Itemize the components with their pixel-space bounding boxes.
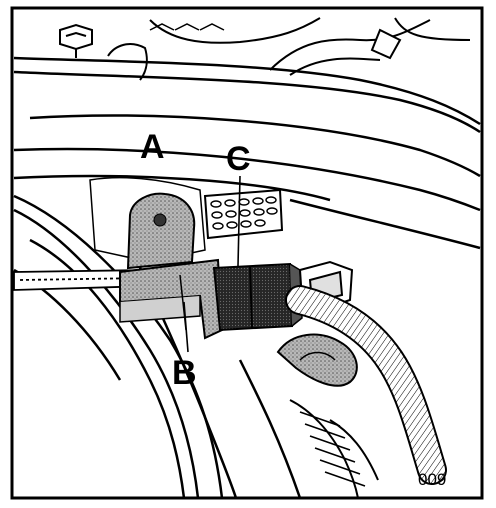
perforated-plate <box>203 188 284 240</box>
label-c: C <box>226 140 251 178</box>
callout-leaders <box>183 175 241 353</box>
label-b: B <box>172 354 197 392</box>
figure-frame <box>10 6 484 500</box>
label-a: A <box>140 128 165 166</box>
cable-boot <box>276 333 358 387</box>
top-engine-area <box>59 17 471 81</box>
figure-reference-number: 009 <box>418 470 446 489</box>
part-a-mounting-tab <box>126 192 196 270</box>
lower-bellows <box>289 399 379 499</box>
part-b-bracket <box>119 258 224 340</box>
wiring-harness <box>285 285 447 485</box>
body-panel-lines <box>13 56 481 250</box>
